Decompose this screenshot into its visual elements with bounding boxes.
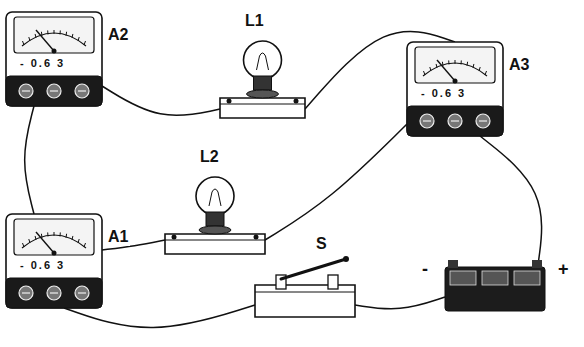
meter-label: A3 bbox=[507, 56, 531, 74]
meter-label: A1 bbox=[106, 228, 130, 246]
terminal-scale: - 0.6 3 bbox=[18, 259, 67, 272]
terminal-scale: - 0.6 3 bbox=[419, 87, 468, 100]
meter-label: A2 bbox=[106, 26, 130, 44]
switch: S bbox=[250, 235, 360, 325]
lamp-label: L2 bbox=[198, 148, 221, 166]
wire bbox=[355, 297, 445, 309]
switch-drawing bbox=[250, 235, 360, 325]
ammeter: A3 - 0.6 3 bbox=[405, 38, 535, 140]
switch-label: S bbox=[314, 235, 329, 253]
wire bbox=[265, 124, 407, 240]
lamp: L1 bbox=[215, 12, 310, 124]
ammeter: A1 - 0.6 3 bbox=[4, 210, 134, 312]
wire bbox=[480, 136, 542, 265]
battery-drawing bbox=[420, 255, 576, 321]
ammeter: A2 - 0.6 3 bbox=[4, 8, 134, 110]
positive-pole: + bbox=[556, 259, 571, 280]
lamp: L2 bbox=[160, 148, 270, 258]
battery: -+ bbox=[420, 255, 576, 321]
wire bbox=[25, 106, 34, 214]
wire bbox=[102, 86, 220, 115]
terminal-scale: - 0.6 3 bbox=[18, 57, 67, 70]
negative-pole: - bbox=[420, 259, 430, 280]
lamp-label: L1 bbox=[243, 12, 266, 30]
